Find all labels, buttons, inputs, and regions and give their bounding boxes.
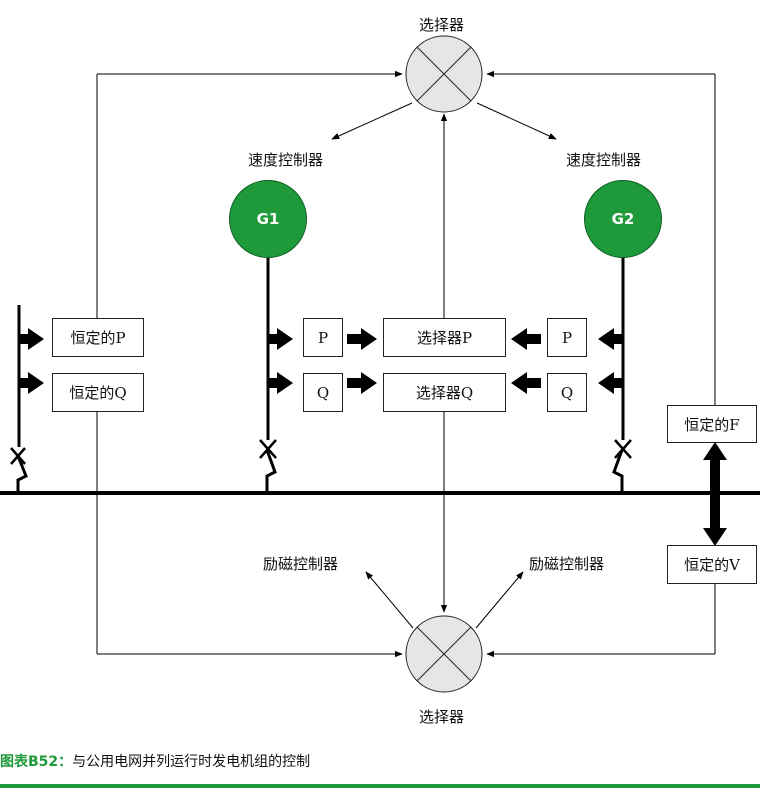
speed-controller-left-label: 速度控制器	[248, 151, 324, 169]
constant-q-box: 恒定的Q	[52, 373, 144, 412]
selector-bottom-symbol	[405, 615, 483, 693]
generator-g2: G2	[584, 180, 662, 258]
f-v-link-arrow	[703, 442, 727, 546]
figure-caption: 图表B52：与公用电网并列运行时发电机组的控制	[0, 751, 310, 771]
figure-number: 图表B52：	[0, 754, 73, 770]
generator-g1: G1	[229, 180, 307, 258]
g1-feeder-line	[259, 258, 293, 493]
selector-top-symbol	[405, 35, 483, 113]
figure-caption-text: 与公用电网并列运行时发电机组的控制	[72, 754, 311, 770]
selector-bottom-label: 选择器	[419, 708, 465, 726]
caption-underline-bar	[0, 784, 760, 788]
speed-controller-right-label: 速度控制器	[566, 151, 642, 169]
left-feeder-line	[10, 305, 44, 493]
g2-q-box: Q	[547, 373, 587, 412]
constant-v-box: 恒定的V	[667, 545, 757, 584]
excitation-controller-left-label: 励磁控制器	[263, 555, 339, 573]
g2-feeder-line	[598, 258, 632, 493]
selector-p-box: 选择器P	[383, 318, 506, 357]
pq-flow-arrows	[347, 328, 541, 394]
g1-q-box: Q	[303, 373, 343, 412]
g2-p-box: P	[547, 318, 587, 357]
excitation-controller-right-label: 励磁控制器	[529, 555, 605, 573]
constant-p-box: 恒定的P	[52, 318, 144, 357]
selector-q-box: 选择器Q	[383, 373, 506, 412]
g1-p-box: P	[303, 318, 343, 357]
constant-f-box: 恒定的F	[667, 405, 757, 443]
control-lines	[96, 70, 716, 658]
selector-top-label: 选择器	[419, 16, 465, 34]
